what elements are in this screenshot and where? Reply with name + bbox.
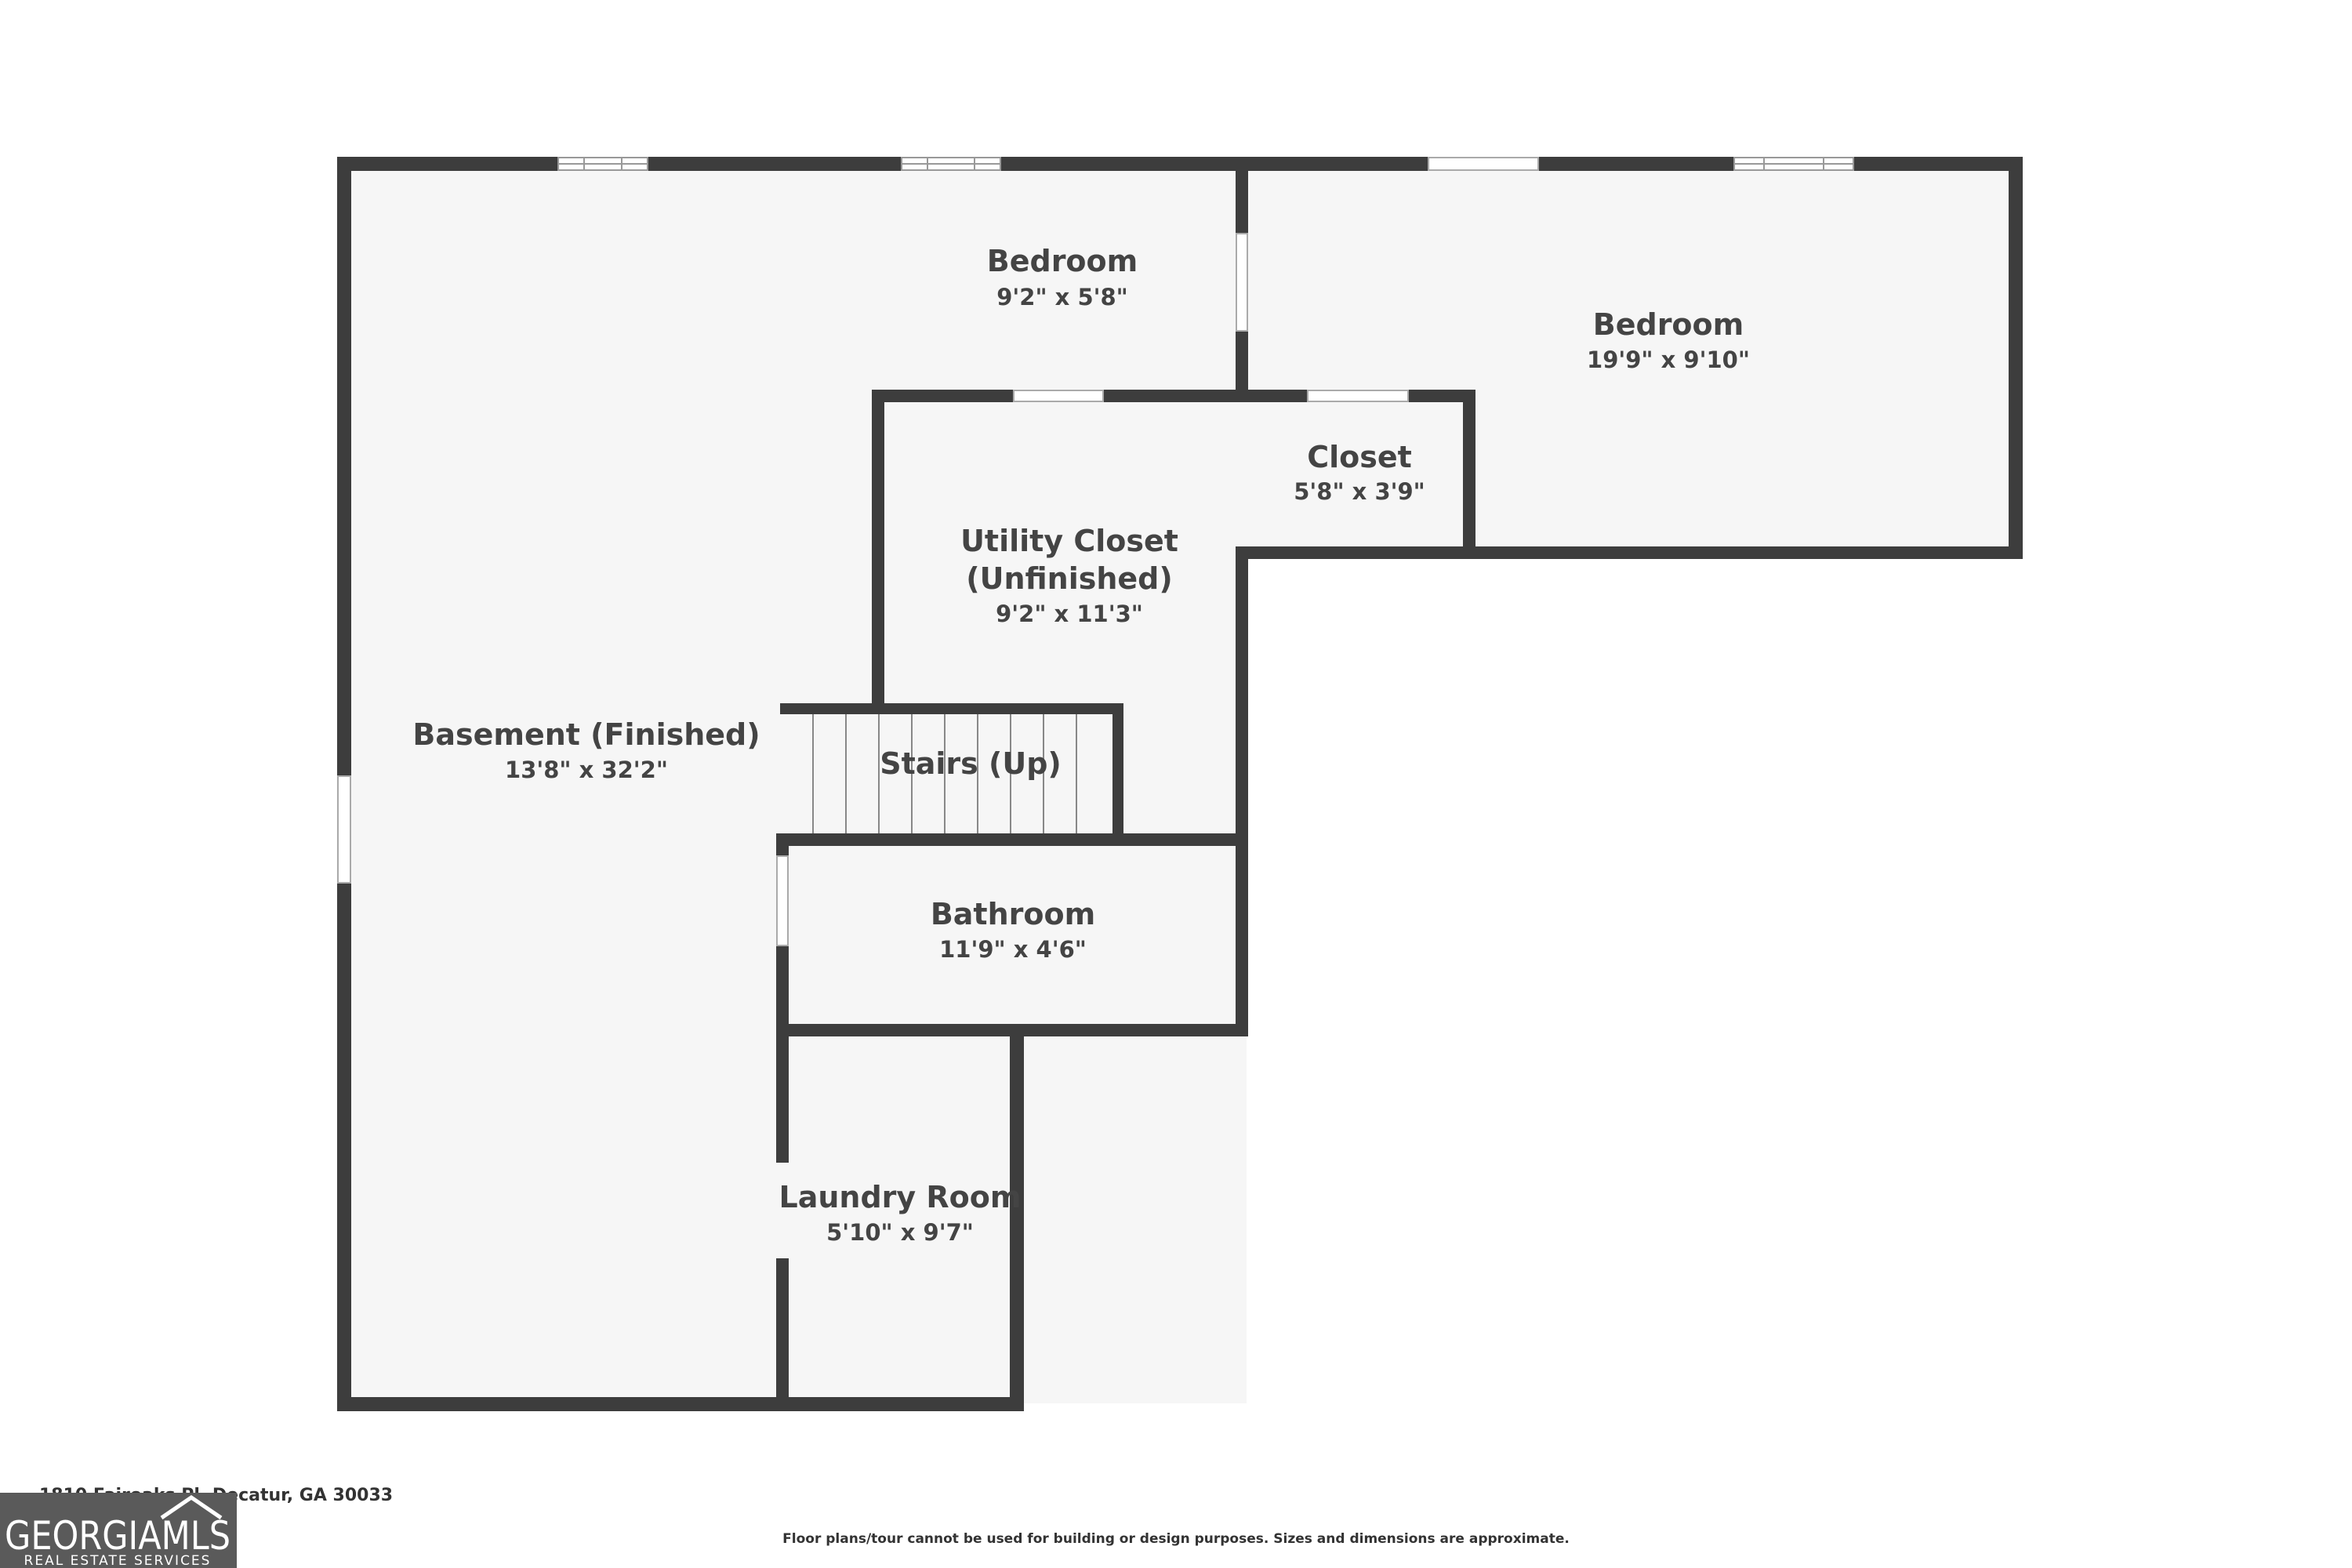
door-bathroom-left bbox=[776, 855, 789, 946]
house-roof-icon bbox=[160, 1494, 223, 1520]
georgiamls-logo: GEORGIAMLS REAL ESTATE SERVICES bbox=[0, 1493, 237, 1568]
wall-bath-bottom bbox=[776, 1024, 1248, 1036]
bedroom-small-name: Bedroom bbox=[987, 244, 1138, 278]
room-labels: Bedroom 9'2" x 5'8" Bedroom 19'9" x 9'10… bbox=[412, 244, 1750, 1246]
door-top-bedroom bbox=[1428, 157, 1539, 171]
laundry-dims: 5'10" x 9'7" bbox=[826, 1219, 974, 1246]
door-utility-top bbox=[1013, 390, 1104, 402]
bedroom-large-name: Bedroom bbox=[1593, 307, 1744, 342]
stairs-treads bbox=[782, 714, 1112, 833]
laundry-name: Laundry Room bbox=[779, 1180, 1022, 1214]
bedroom-large-dims: 19'9" x 9'10" bbox=[1587, 347, 1750, 373]
logo-name: GEORGIAMLS bbox=[5, 1513, 230, 1559]
wall-stairs-bottom bbox=[776, 833, 1248, 846]
wall-top bbox=[337, 157, 2023, 171]
window-top-1 bbox=[557, 157, 648, 171]
window-top-2 bbox=[901, 157, 1001, 171]
bedroom-large-floor bbox=[1247, 163, 2015, 554]
wall-closet-right bbox=[1463, 390, 1475, 559]
bedroom-small-dims: 9'2" x 5'8" bbox=[996, 284, 1128, 310]
window-top-4 bbox=[1733, 157, 1854, 171]
windows bbox=[557, 157, 1854, 171]
bathroom-name: Bathroom bbox=[931, 897, 1095, 931]
wall-bedroom-bottom bbox=[1236, 546, 2023, 559]
utility-closet-dims: 9'2" x 11'3" bbox=[996, 601, 1143, 627]
floor-fills bbox=[345, 163, 2015, 1403]
door-bedroom-divider bbox=[1236, 233, 1248, 332]
bathroom-dims: 11'9" x 4'6" bbox=[939, 936, 1087, 963]
walls bbox=[337, 157, 2023, 1411]
door-basement-left bbox=[337, 775, 351, 884]
utility-closet-name-2: (Unfinished) bbox=[966, 561, 1173, 596]
disclaimer: Floor plans/tour cannot be used for buil… bbox=[782, 1531, 1570, 1547]
wall-right-outer bbox=[2009, 157, 2023, 559]
wall-right-lower bbox=[1236, 833, 1248, 1036]
closet-name: Closet bbox=[1307, 440, 1412, 474]
wall-bottom-left bbox=[337, 1397, 1024, 1411]
wall-stairs-right bbox=[1112, 703, 1123, 837]
wall-laundry-left-lower bbox=[776, 1258, 789, 1411]
basement-name: Basement (Finished) bbox=[412, 717, 760, 752]
closet-dims: 5'8" x 3'9" bbox=[1294, 478, 1425, 505]
utility-closet-name-1: Utility Closet bbox=[960, 524, 1178, 558]
wall-utility-left bbox=[872, 390, 884, 703]
wall-right-mid bbox=[1236, 549, 1248, 844]
stairs-name: Stairs (Up) bbox=[880, 746, 1062, 781]
door-closet-top bbox=[1307, 390, 1409, 402]
logo-tagline: REAL ESTATE SERVICES bbox=[24, 1553, 212, 1568]
basement-dims: 13'8" x 32'2" bbox=[505, 757, 668, 783]
door-openings bbox=[337, 157, 1539, 946]
wall-stairs-top bbox=[780, 703, 1123, 714]
wall-laundry-right bbox=[1010, 1024, 1024, 1411]
